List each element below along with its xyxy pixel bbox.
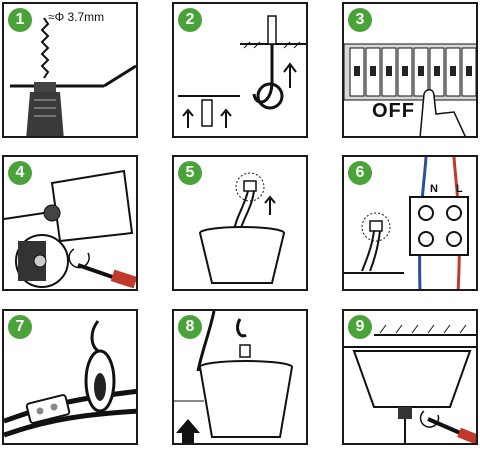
lamp-hanging-illustration <box>174 311 293 443</box>
step-4-panel: 4 <box>2 155 138 291</box>
step-5-panel: 5 <box>172 155 308 291</box>
step-6-badge: 6 <box>348 161 372 185</box>
step-5-badge: 5 <box>178 161 202 185</box>
neutral-wire-label: N <box>430 183 438 195</box>
step-2-panel: 2 <box>172 2 308 138</box>
step-9-panel: 9 <box>342 309 478 445</box>
step-1-badge: 1 <box>8 8 32 32</box>
canopy-screw-illustration <box>344 324 476 443</box>
step-4-badge: 4 <box>8 161 32 185</box>
step-7-panel: 7 <box>2 309 138 445</box>
step-2-badge: 2 <box>178 8 202 32</box>
breaker-panel-illustration <box>344 43 476 136</box>
step-7-badge: 7 <box>8 315 32 339</box>
terminal-block-illustration <box>344 157 469 289</box>
wire-lampshade-illustration <box>199 172 285 284</box>
drill-size-label: ≈Φ 3.7mm <box>48 10 105 24</box>
off-label: OFF <box>372 100 415 122</box>
step-3-panel: 3 OFF <box>342 2 478 138</box>
live-wire-label: L <box>456 183 463 195</box>
step-9-badge: 9 <box>348 315 372 339</box>
lampshade-screw-illustration <box>4 169 136 289</box>
connector-hook-illustration <box>4 320 136 438</box>
anchor-hook-illustration <box>178 15 306 128</box>
step-1-panel: 1 ≈Φ 3.7mm <box>2 2 138 138</box>
step-8-badge: 8 <box>178 315 202 339</box>
drill-illustration <box>10 17 136 136</box>
step-8-panel: 8 <box>172 309 308 445</box>
step-6-panel: 6 N L <box>342 155 478 291</box>
step-3-badge: 3 <box>348 8 372 32</box>
